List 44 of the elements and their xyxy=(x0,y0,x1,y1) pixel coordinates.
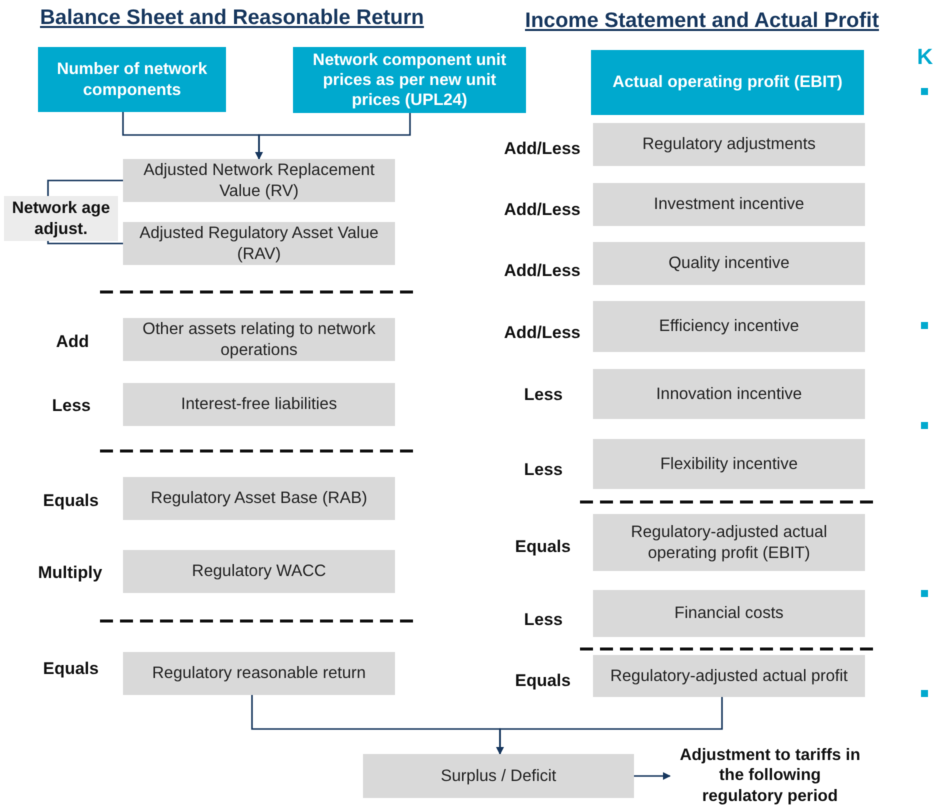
operation-label: Add xyxy=(56,332,90,352)
arrow xyxy=(496,697,723,755)
operation-label: Less xyxy=(524,385,563,405)
bracket-connector xyxy=(47,241,123,244)
section-heading: Income Statement and Actual Profit xyxy=(525,9,879,33)
process-box: Regulatory-adjusted actual profit xyxy=(593,655,865,697)
arrow xyxy=(255,113,411,160)
arrow xyxy=(634,772,671,780)
input-box: Actual operating profit (EBIT) xyxy=(591,50,864,115)
heading-fragment: K xyxy=(917,44,933,70)
process-box: Interest-free liabilities xyxy=(123,383,395,426)
process-box: Innovation incentive xyxy=(593,369,865,419)
process-box: Investment incentive xyxy=(593,183,865,226)
process-box: Regulatory Asset Base (RAB) xyxy=(123,477,395,520)
process-box: Adjusted Regulatory Asset Value (RAV) xyxy=(123,222,395,265)
operation-label: Multiply xyxy=(38,563,102,583)
process-box: Flexibility incentive xyxy=(593,439,865,489)
operation-label: Equals xyxy=(515,671,571,691)
operation-label: Equals xyxy=(515,537,571,557)
input-box: Number of network components xyxy=(38,47,226,112)
process-box: Quality incentive xyxy=(593,242,865,285)
operation-label: Less xyxy=(524,610,563,630)
operation-label: Add/Less xyxy=(504,261,581,281)
operation-label: Less xyxy=(524,460,563,480)
process-box: Regulatory adjustments xyxy=(593,123,865,166)
operation-label: Add/Less xyxy=(504,323,581,343)
process-box: Regulatory-adjusted actual operating profit (EBIT) xyxy=(593,514,865,571)
operation-label: Add/Less xyxy=(504,200,581,220)
section-heading: Balance Sheet and Reasonable Return xyxy=(40,6,424,30)
bracket-connector xyxy=(47,180,123,196)
input-box: Network component unit prices as per new unit prices (UPL24) xyxy=(293,47,526,113)
operation-label: Equals xyxy=(43,491,99,511)
process-box: Regulatory WACC xyxy=(123,550,395,593)
process-box: Surplus / Deficit xyxy=(363,754,634,798)
operation-label: Equals xyxy=(43,659,99,679)
process-box: Other assets relating to network operations xyxy=(123,318,395,361)
operation-label: Add/Less xyxy=(504,139,581,159)
process-box: Adjusted Network Replacement Value (RV) xyxy=(123,159,395,202)
process-box: Regulatory reasonable return xyxy=(123,652,395,695)
adjustment-box: Network age adjust. xyxy=(4,196,118,241)
operation-label: Less xyxy=(52,396,91,416)
process-box: Efficiency incentive xyxy=(593,301,865,352)
process-box: Financial costs xyxy=(593,590,865,637)
note-text: Adjustment to tariffs in the following regulatory period xyxy=(672,743,868,808)
